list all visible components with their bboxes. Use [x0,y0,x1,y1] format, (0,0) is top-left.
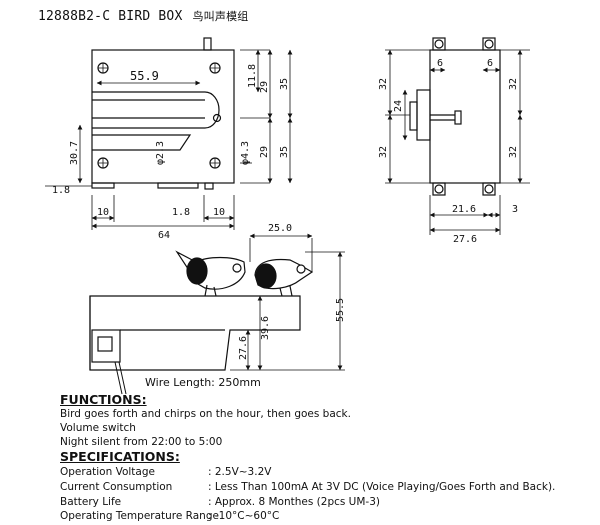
dim-21-6: 21.6 [452,204,476,215]
dim-32-left-bottom: 32 [378,146,389,158]
bottom-view [89,233,345,395]
spec-row: Operation Voltage : 2.5V~3.2V [60,466,271,478]
dim-6-right: 6 [487,58,493,69]
drawing-title: 12888B2-C BIRD BOX 鸟叫声模组 [38,8,248,24]
spec-row: Operating Temperature Range: -10°C~60°C [60,510,279,522]
dim-24: 24 [393,100,404,112]
dim-55-9: 55.9 [130,69,159,83]
dim-32-right-bottom: 32 [508,146,519,158]
spec-label: Battery Life [60,496,122,508]
dim-30-7: 30.7 [69,141,80,165]
dim-39-6: 39.6 [260,316,271,340]
dim-1-8-left: 1.8 [52,185,70,196]
specifications-heading: SPECIFICATIONS: [60,449,180,464]
dim-27-6: 27.6 [453,234,477,245]
dim-35-bottom: 35 [279,146,290,158]
dim-3: 3 [512,204,518,215]
dim-phi-2-3: φ2.3 [155,141,166,165]
function-line: Volume switch [60,422,136,434]
dim-35-top: 35 [279,78,290,90]
dim-29-top: 29 [259,81,270,93]
spec-label: Current Consumption [60,481,173,493]
spec-value: : 2.5V~3.2V [208,466,272,478]
dim-32-left-top: 32 [378,78,389,90]
wire-length-note: Wire Length: 250mm [145,376,261,389]
dim-64: 64 [158,230,170,241]
model-number: 12888B2-C BIRD BOX [38,9,183,24]
spec-label: Operation Voltage [60,466,155,478]
spec-row: Battery Life : Approx. 8 Monthes (2pcs UM… [60,496,380,508]
function-line: Night silent from 22:00 to 5:00 [60,436,223,448]
spec-value: : Approx. 8 Monthes (2pcs UM-3) [208,496,380,508]
dim-11-8: 11.8 [247,64,258,88]
dim-10-right: 10 [213,207,225,218]
functions-heading: FUNCTIONS: [60,392,147,407]
spec-value: : -10°C~60°C [208,510,280,522]
dim-29-bottom: 29 [259,146,270,158]
dim-32-right-top: 32 [508,78,519,90]
dim-6-left: 6 [437,58,443,69]
dim-27-6-bottom: 27.6 [238,336,249,360]
dim-25-0: 25.0 [268,223,292,234]
dim-phi-4-3: φ4.3 [240,141,251,165]
front-view [45,37,293,230]
function-line: Bird goes forth and chirps on the hour, … [60,408,351,420]
spec-value: : Less Than 100mA At 3V DC (Voice Playin… [208,481,556,493]
dim-10-left: 10 [97,207,109,218]
dim-55-5: 55.5 [335,298,346,322]
dim-1-8-mid: 1.8 [172,207,190,218]
model-name-chinese: 鸟叫声模组 [192,10,249,23]
spec-label: Operating Temperature Range [60,510,219,522]
spec-row: Current Consumption : Less Than 100mA At … [60,481,555,493]
side-view [385,37,530,235]
